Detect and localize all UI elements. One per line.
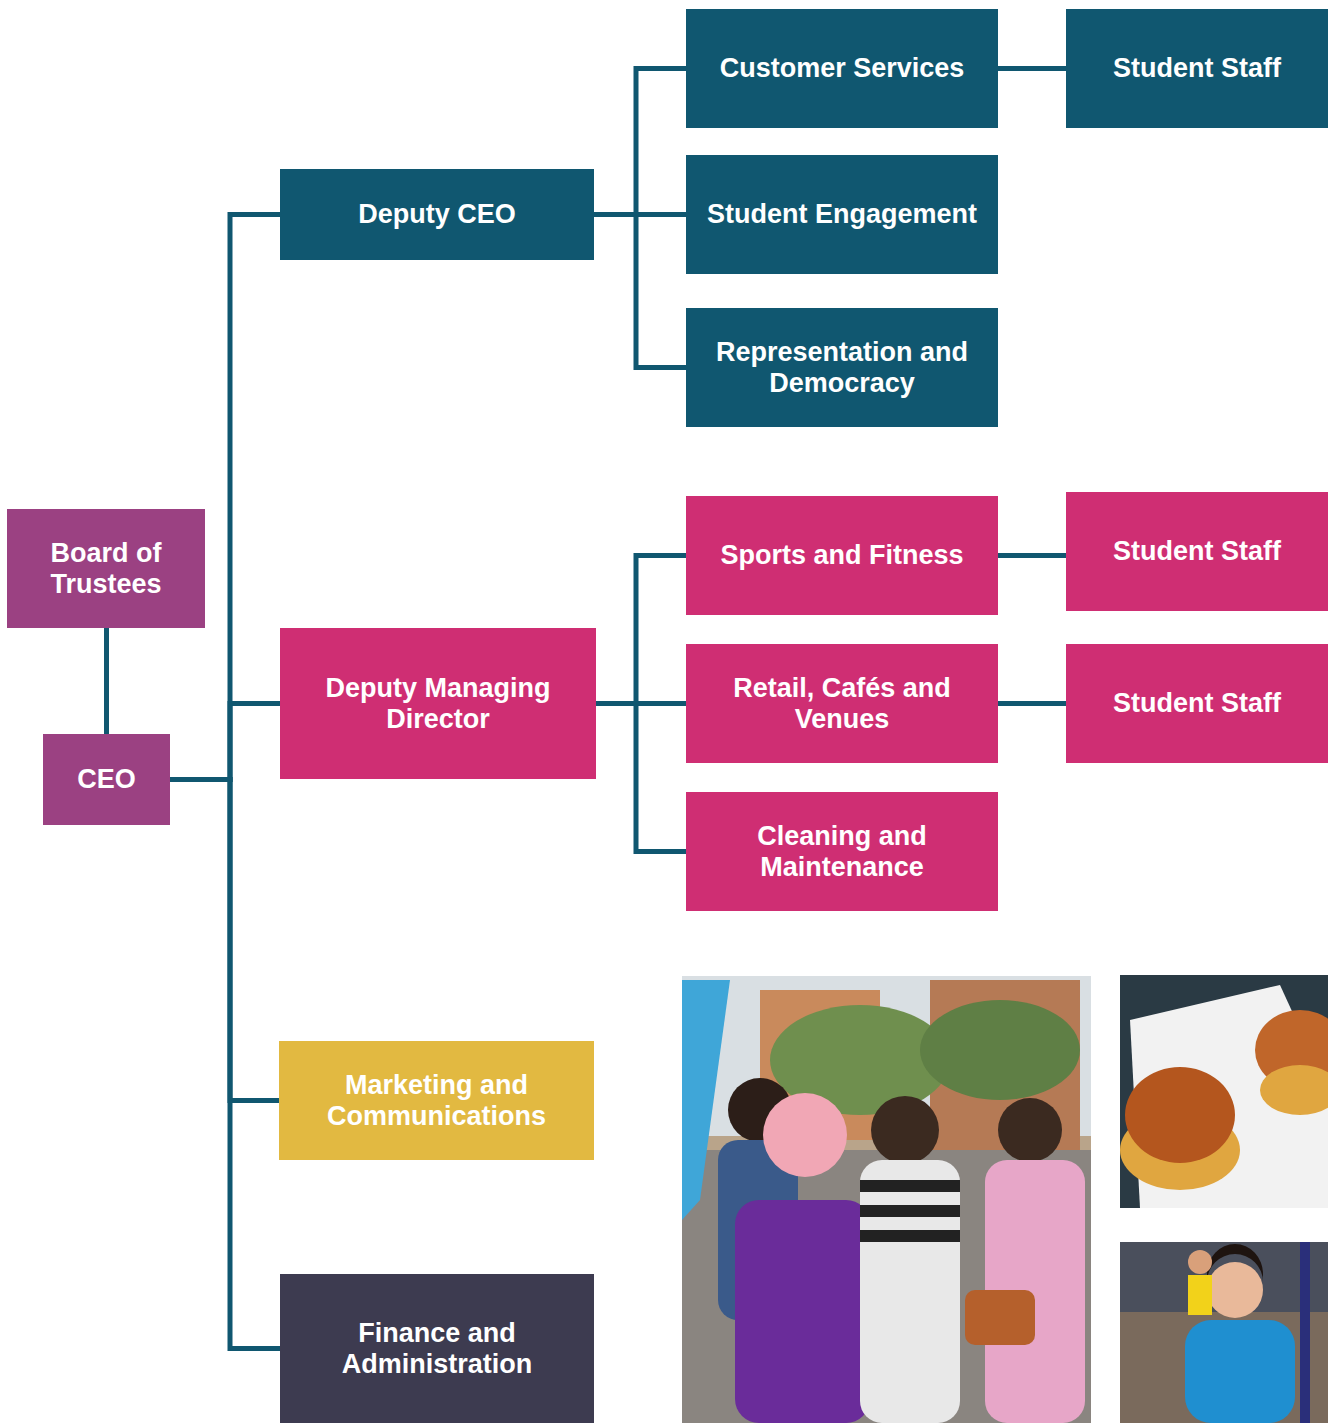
department-box: Sports and Fitness [686, 496, 998, 615]
department-box: Deputy Managing Director [280, 628, 596, 779]
box-label: Representation and Democracy [700, 337, 984, 397]
box-label: Student Staff [1113, 536, 1281, 566]
org-connector [596, 704, 686, 852]
department-box: Finance and Administration [280, 1274, 594, 1423]
board-box: Board of Trustees [7, 509, 205, 628]
org-connector [170, 704, 280, 780]
department-box: Marketing and Communications [279, 1041, 594, 1160]
box-label: Student Staff [1113, 688, 1281, 718]
box-label: Marketing and Communications [293, 1070, 580, 1130]
org-connector [170, 215, 280, 780]
box-label: Cleaning and Maintenance [700, 821, 984, 881]
box-label: Deputy CEO [358, 199, 516, 229]
ceo-box: CEO [43, 734, 170, 825]
box-label: Sports and Fitness [720, 540, 963, 570]
org-connector [104, 628, 109, 734]
box-label: CEO [77, 764, 136, 794]
org-connector [998, 66, 1066, 71]
box-label: Finance and Administration [294, 1318, 580, 1378]
food-photo [1120, 975, 1328, 1208]
department-box: Student Staff [1066, 9, 1328, 128]
org-connector [594, 69, 686, 215]
box-label: Student Staff [1113, 53, 1281, 83]
department-box: Retail, Cafés and Venues [686, 644, 998, 763]
org-connector [998, 553, 1066, 558]
box-label: Student Engagement [707, 199, 977, 229]
department-box: Student Staff [1066, 644, 1328, 763]
students-photo [682, 976, 1091, 1423]
org-connector [596, 556, 686, 704]
department-box: Customer Services [686, 9, 998, 128]
department-box: Student Engagement [686, 155, 998, 274]
org-connector [998, 701, 1066, 706]
department-box: Representation and Democracy [686, 308, 998, 427]
box-label: Customer Services [720, 53, 965, 83]
department-box: Cleaning and Maintenance [686, 792, 998, 911]
box-label: Retail, Cafés and Venues [700, 673, 984, 733]
box-label: Board of Trustees [21, 538, 191, 598]
department-box: Deputy CEO [280, 169, 594, 260]
sports-photo [1120, 1242, 1328, 1423]
org-connector [170, 780, 280, 1349]
box-label: Deputy Managing Director [294, 673, 582, 733]
department-box: Student Staff [1066, 492, 1328, 611]
org-connector [170, 780, 279, 1101]
org-connector [594, 215, 686, 368]
